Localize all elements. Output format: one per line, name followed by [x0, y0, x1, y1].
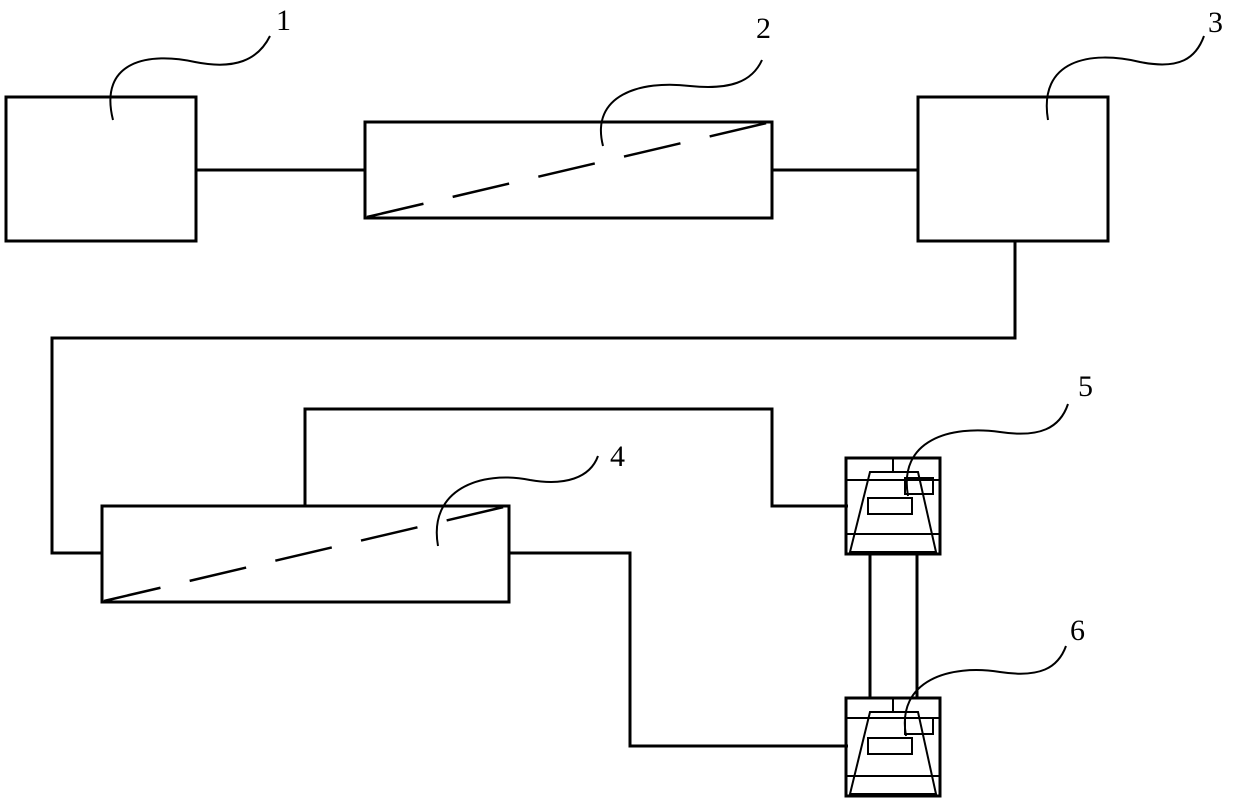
leader-line-2	[600, 59, 763, 147]
component-5-trapezoid	[848, 471, 938, 553]
component-6-slot	[867, 737, 913, 755]
leader-line-5	[905, 403, 1069, 497]
component-4: 4	[100, 440, 625, 604]
component-6-trapezoid	[848, 711, 938, 795]
component-6: 6	[844, 614, 1085, 798]
label-3: 3	[1208, 6, 1223, 39]
label-5: 5	[1078, 370, 1093, 403]
component-3: 3	[916, 6, 1223, 243]
component-2-diagonal	[366, 120, 772, 219]
label-1: 1	[276, 4, 291, 37]
component-3-box	[916, 95, 1110, 243]
label-4: 4	[610, 440, 625, 473]
wire-3-4	[50, 241, 1017, 555]
wire-4-5	[303, 407, 848, 508]
label-2: 2	[756, 12, 771, 45]
component-1: 1	[4, 4, 291, 243]
label-6: 6	[1070, 614, 1085, 647]
leader-line-6	[903, 645, 1067, 737]
component-2: 2	[363, 12, 774, 220]
wire-4-6	[509, 551, 848, 748]
leader-line-1	[109, 35, 271, 121]
component-4-diagonal	[103, 504, 509, 603]
leader-line-3	[1045, 35, 1205, 121]
component-1-box	[4, 95, 198, 243]
component-5-slot	[867, 497, 913, 515]
leader-line-4	[435, 455, 599, 547]
component-5: 5	[844, 370, 1093, 556]
component-5-tab	[904, 477, 934, 495]
